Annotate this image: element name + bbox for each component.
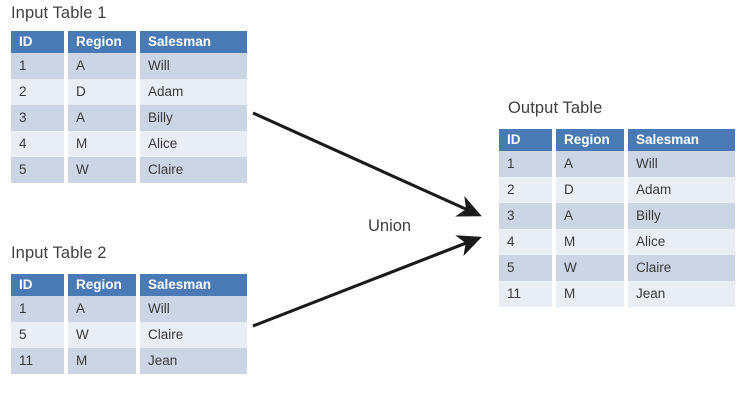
column-header-salesman: Salesman [628, 129, 735, 151]
input-table-2-block: Input Table 2 ID Region Salesman 1 A Wil… [11, 244, 247, 374]
arrow-input-table-1-to-output [252, 111, 482, 217]
cell-id: 5 [11, 322, 68, 348]
cell-id: 2 [11, 79, 68, 105]
cell-region: D [68, 79, 140, 105]
cell-region: A [68, 105, 140, 131]
cell-id: 2 [499, 177, 556, 203]
cell-salesman: Will [140, 53, 247, 79]
cell-salesman: Claire [628, 255, 735, 281]
cell-id: 5 [11, 157, 68, 183]
table-row: 1 A Will [499, 151, 735, 177]
cell-region: A [556, 151, 628, 177]
table-row: 5 W Claire [499, 255, 735, 281]
cell-id: 1 [11, 53, 68, 79]
input-table-1-title: Input Table 1 [11, 4, 107, 22]
table-row: 2 D Adam [11, 79, 247, 105]
column-header-id: ID [11, 31, 68, 53]
cell-region: A [68, 53, 140, 79]
column-header-id: ID [499, 129, 556, 151]
input-table-2: ID Region Salesman 1 A Will 5 W Claire 1… [11, 274, 247, 374]
cell-region: W [68, 157, 140, 183]
cell-id: 3 [11, 105, 68, 131]
column-header-region: Region [68, 31, 140, 53]
input-table-2-title: Input Table 2 [11, 244, 107, 262]
cell-id: 1 [11, 296, 68, 322]
column-header-salesman: Salesman [140, 31, 247, 53]
cell-salesman: Alice [140, 131, 247, 157]
column-header-region: Region [556, 129, 628, 151]
output-table: ID Region Salesman 1 A Will 2 D Adam 3 [499, 129, 735, 307]
cell-id: 4 [499, 229, 556, 255]
cell-id: 1 [499, 151, 556, 177]
table-row: 4 M Alice [499, 229, 735, 255]
cell-salesman: Claire [140, 322, 247, 348]
cell-id: 11 [499, 281, 556, 307]
cell-region: W [68, 322, 140, 348]
operation-label: Union [368, 217, 412, 235]
table-row: 11 M Jean [11, 348, 247, 374]
cell-region: M [556, 281, 628, 307]
table-row: 1 A Will [11, 296, 247, 322]
cell-id: 4 [11, 131, 68, 157]
table-row: 5 W Claire [11, 322, 247, 348]
table-row: 1 A Will [11, 53, 247, 79]
cell-salesman: Jean [140, 348, 247, 374]
table-header-row: ID Region Salesman [11, 31, 247, 53]
cell-region: D [556, 177, 628, 203]
input-table-1: ID Region Salesman 1 A Will 2 D Adam 3 [11, 31, 247, 183]
cell-salesman: Claire [140, 157, 247, 183]
cell-region: M [68, 348, 140, 374]
table-row: 11 M Jean [499, 281, 735, 307]
cell-region: W [556, 255, 628, 281]
cell-salesman: Alice [628, 229, 735, 255]
table-row: 3 A Billy [11, 105, 247, 131]
cell-id: 5 [499, 255, 556, 281]
table-row: 2 D Adam [499, 177, 735, 203]
column-header-id: ID [11, 274, 68, 296]
table-row: 4 M Alice [11, 131, 247, 157]
table-header-row: ID Region Salesman [499, 129, 735, 151]
output-table-block: Output Table ID Region Salesman 1 A Will… [499, 99, 735, 307]
cell-region: M [68, 131, 140, 157]
cell-salesman: Adam [628, 177, 735, 203]
cell-salesman: Will [140, 296, 247, 322]
column-header-salesman: Salesman [140, 274, 247, 296]
table-header-row: ID Region Salesman [11, 274, 247, 296]
cell-salesman: Billy [628, 203, 735, 229]
cell-salesman: Will [628, 151, 735, 177]
cell-region: M [556, 229, 628, 255]
column-header-region: Region [68, 274, 140, 296]
arrow-input-table-2-to-output [252, 235, 482, 328]
cell-region: A [556, 203, 628, 229]
table-row: 3 A Billy [499, 203, 735, 229]
output-table-title: Output Table [508, 99, 603, 117]
input-table-1-block: Input Table 1 ID Region Salesman 1 A Wil… [11, 4, 247, 183]
cell-salesman: Billy [140, 105, 247, 131]
cell-id: 11 [11, 348, 68, 374]
cell-id: 3 [499, 203, 556, 229]
cell-region: A [68, 296, 140, 322]
cell-salesman: Adam [140, 79, 247, 105]
cell-salesman: Jean [628, 281, 735, 307]
table-row: 5 W Claire [11, 157, 247, 183]
